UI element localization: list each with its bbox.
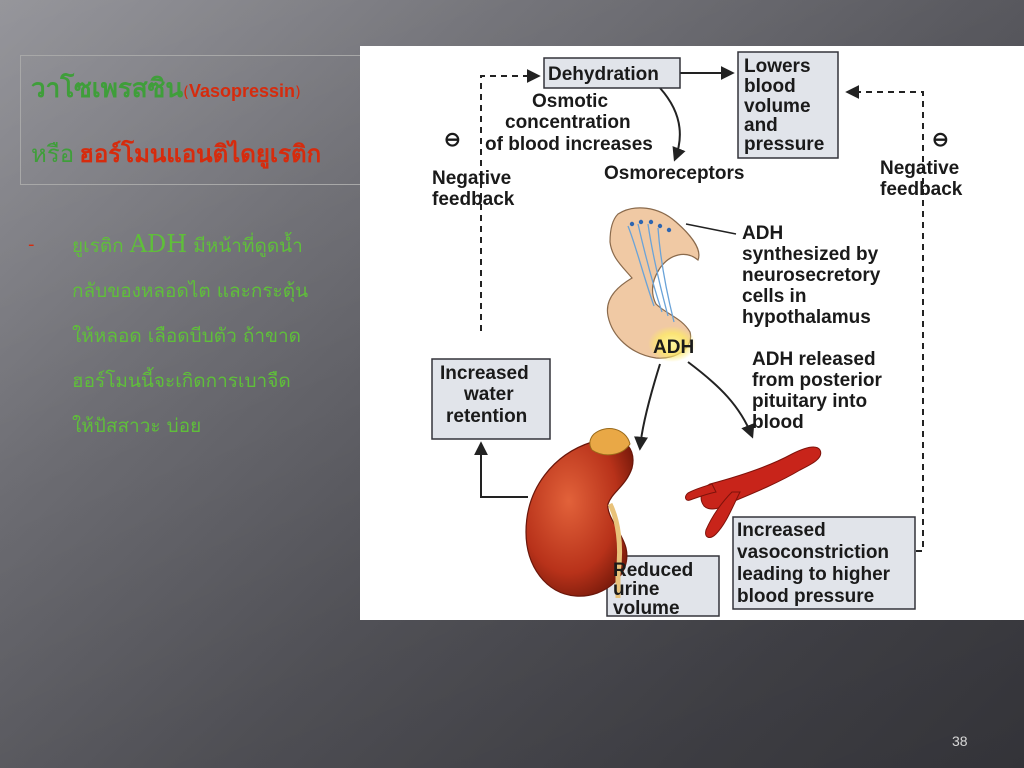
label-vasoconstriction-4: blood pressure xyxy=(737,586,874,607)
label-adh-synth-1: ADH xyxy=(742,223,783,244)
label-adh-released-2: from posterior xyxy=(752,370,882,391)
title-paren-close: ) xyxy=(295,83,301,101)
title-paren-open: ( xyxy=(183,83,189,101)
arrow-adh-to-kidney xyxy=(634,363,661,451)
label-osmoreceptors: Osmoreceptors xyxy=(604,163,744,184)
box-lowers-blood xyxy=(737,51,839,159)
body-line-2: กลับของหลอดไต และกระตุ้น xyxy=(72,280,309,302)
feedback-loop-left xyxy=(480,69,541,331)
label-adh-synth-2: synthesized by xyxy=(742,244,879,265)
label-dehydration: Dehydration xyxy=(548,64,659,85)
kidney-illustration xyxy=(525,428,634,598)
label-adh-synth-3: neurosecretory xyxy=(742,265,881,286)
slide-title: วาโซเพรสซิน(Vasopressin) xyxy=(31,68,301,109)
bullet-marker: - xyxy=(28,234,35,255)
label-water-retention-2: water xyxy=(463,384,514,405)
body-line-3: ให้หลอด เลือดบีบตัว ถ้าขาด xyxy=(72,325,301,347)
arrow-adh-to-vessel xyxy=(687,361,755,439)
label-reduced-urine-2: urine xyxy=(613,579,659,600)
label-lowers-4: and xyxy=(744,115,778,136)
page-number: 38 xyxy=(952,733,968,749)
arrow-kidney-to-retention xyxy=(474,441,528,498)
label-neg-feedback-left-1: Negative xyxy=(432,168,511,189)
label-vasoconstriction-3: leading to higher xyxy=(737,564,891,585)
label-lowers-3: volume xyxy=(744,96,811,117)
label-reduced-urine-3: volume xyxy=(613,598,680,619)
title-thai: วาโซเพรสซิน xyxy=(31,74,184,104)
title-english: Vasopressin xyxy=(188,81,296,101)
label-lowers-1: Lowers xyxy=(744,56,811,77)
label-vasoconstriction-2: vasoconstriction xyxy=(737,542,889,563)
box-vasoconstriction xyxy=(732,516,916,610)
label-adh: ADH xyxy=(653,337,694,358)
label-neg-feedback-right-2: feedback xyxy=(880,179,963,200)
label-lowers-5: pressure xyxy=(744,134,824,155)
label-osmotic-3: of blood increases xyxy=(485,134,653,155)
body-adh: ADH xyxy=(129,230,188,258)
pituitary-illustration xyxy=(606,207,700,362)
label-water-retention-1: Increased xyxy=(440,363,529,384)
label-lowers-2: blood xyxy=(744,76,796,97)
arrow-dehydration-to-osmoreceptors xyxy=(659,87,686,162)
box-dehydration xyxy=(543,57,681,89)
label-osmotic-1: Osmotic xyxy=(532,91,608,112)
body-line-4: ฮอร์โมนนี้จะเกิดการเบาจืด xyxy=(72,370,291,392)
box-water-retention xyxy=(431,358,551,440)
minus-right-icon: ⊖ xyxy=(932,129,949,151)
body-line-1-end: มีหน้าที่ดูดน้ำ xyxy=(187,235,303,257)
label-adh-released-3: pituitary into xyxy=(752,391,867,412)
label-adh-synth-4: cells in xyxy=(742,286,806,307)
label-adh-released-1: ADH released xyxy=(752,349,876,370)
minus-left-icon: ⊖ xyxy=(444,129,461,151)
label-reduced-urine-1: Reduced xyxy=(613,560,693,581)
label-osmotic-2: concentration xyxy=(505,112,631,133)
body-line-1: ยูเรติก ADH มีหน้าที่ดูดน้ำ xyxy=(72,222,372,269)
slide-subtitle: หรือ ฮอร์โมนแอนติไดยูเรติก xyxy=(31,134,321,173)
body-line-1-start: ยูเรติก xyxy=(72,235,130,257)
blood-vessel-illustration xyxy=(685,446,822,538)
label-water-retention-3: retention xyxy=(446,406,527,427)
body-line-5: ให้ปัสสาวะ บ่อย xyxy=(72,415,202,437)
label-neg-feedback-left-2: feedback xyxy=(432,189,515,210)
label-adh-synth-5: hypothalamus xyxy=(742,307,871,328)
label-neg-feedback-right-1: Negative xyxy=(880,158,959,179)
adh-feedback-diagram: Dehydration Lowers blood volume and pres… xyxy=(360,46,1024,620)
label-adh-released-4: blood xyxy=(752,412,804,433)
body-paragraph: ยูเรติก ADH มีหน้าที่ดูดน้ำ กลับของหลอดไ… xyxy=(72,222,372,449)
title-box: วาโซเพรสซิน(Vasopressin) หรือ ฮอร์โมนแอน… xyxy=(20,55,380,185)
label-vasoconstriction-1: Increased xyxy=(737,520,826,541)
subtitle-or: หรือ xyxy=(31,140,75,168)
feedback-loop-right xyxy=(845,85,924,552)
subtitle-hormone-name: ฮอร์โมนแอนติไดยูเรติก xyxy=(79,140,322,168)
pointer-hypothalamus xyxy=(685,223,737,235)
